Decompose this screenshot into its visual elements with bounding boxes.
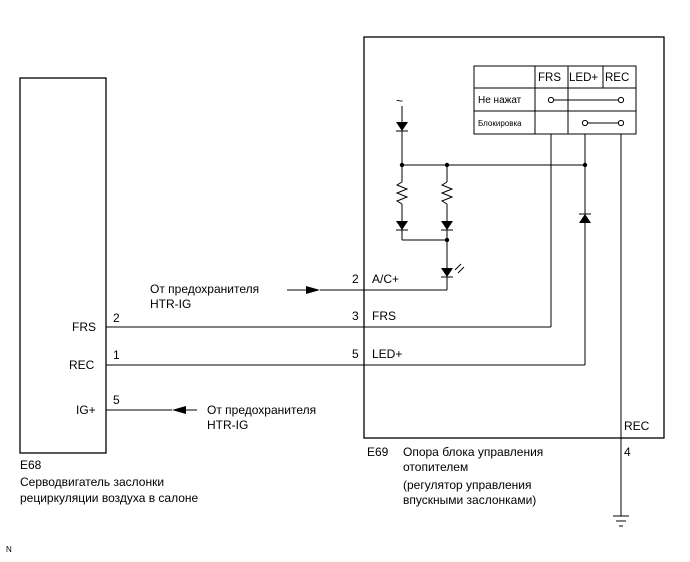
e69-name-line1: Опора блока управления	[403, 445, 543, 459]
pin-label-led: LED+	[372, 347, 402, 361]
pin-number-ac: 2	[352, 272, 359, 286]
diode-icon	[441, 221, 453, 230]
e68-unit-box	[19, 77, 107, 454]
fuse-top-line1: От предохранителя	[150, 282, 259, 296]
pin-number-frs: 2	[113, 311, 120, 325]
pin-label-ac: A/C+	[372, 272, 399, 286]
contact-frs-row1	[547, 96, 555, 104]
contact-rec-row2	[617, 119, 625, 127]
contact-rec-row1	[617, 96, 625, 104]
e68-name-line1: Серводвигатель заслонки	[20, 475, 164, 489]
e68-code: E68	[20, 458, 42, 472]
table-header-frs: FRS	[538, 72, 561, 84]
led-icon	[441, 268, 453, 277]
fuse-bottom-line1: От предохранителя	[207, 403, 316, 417]
fuse-top-line2: HTR-IG	[150, 297, 191, 311]
e68-name-line2: рециркуляции воздуха в салоне	[20, 491, 199, 505]
pin-label-ig: IG+	[76, 403, 96, 417]
pin-label-rec: REC	[69, 358, 95, 372]
e69-code: E69	[367, 445, 389, 459]
switch-table: FRS LED+ REC Не нажат Блокировка	[473, 65, 637, 135]
pin-label-rec-right: REC	[624, 419, 650, 433]
pin-number-frs-right: 3	[352, 309, 359, 323]
arrow-right-icon	[306, 286, 320, 294]
e69-name-line3: (регулятор управления	[403, 478, 531, 492]
resistor-icon	[395, 181, 409, 205]
pin-number-ig: 5	[113, 393, 120, 407]
table-header-rec: REC	[605, 72, 629, 84]
contact-led-row2	[581, 119, 589, 127]
diode-icon	[396, 122, 408, 131]
pin-number-rec: 1	[113, 348, 120, 362]
ac-symbol: ~	[396, 94, 403, 108]
table-row-lock: Блокировка	[478, 119, 522, 128]
resistor-icon	[440, 181, 454, 205]
arrow-left-icon	[172, 406, 186, 414]
pin-number-rec-right: 4	[624, 445, 631, 459]
table-row-not-pressed: Не нажат	[478, 95, 522, 106]
fuse-bottom-line2: HTR-IG	[207, 418, 248, 432]
diode-icon	[396, 221, 408, 230]
table-header-led: LED+	[569, 72, 598, 84]
e69-name-line2: отопителем	[403, 460, 468, 474]
pin-label-frs-right: FRS	[372, 309, 396, 323]
pin-number-led: 5	[352, 347, 359, 361]
diode-icon	[579, 214, 591, 223]
e69-name-line4: впускными заслонками)	[403, 493, 536, 507]
pin-label-frs: FRS	[72, 320, 96, 334]
corner-mark: N	[6, 545, 12, 554]
e69-unit-box	[363, 36, 665, 439]
